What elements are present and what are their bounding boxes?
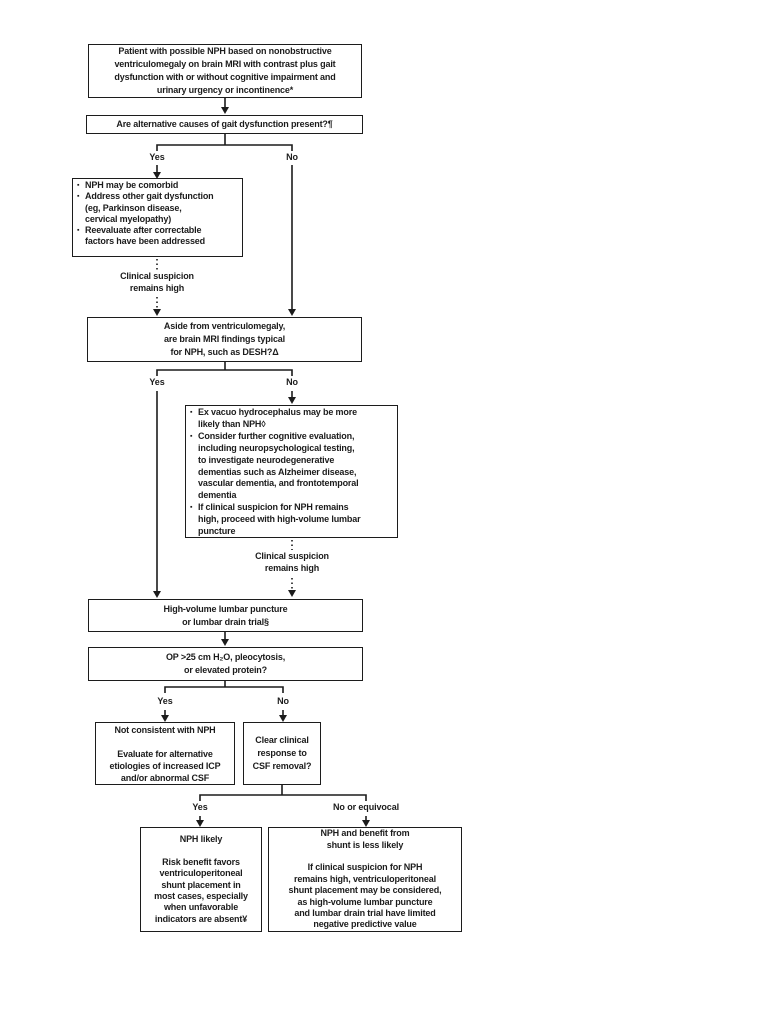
bullet-item: ▪ Ex vacuo hydrocephalus may be more lik… <box>190 407 395 431</box>
branch-label-yes-3: Yes <box>155 696 175 707</box>
bullet-item: ▪ If clinical suspicion for NPH remains … <box>190 502 395 538</box>
bullet-icon: ▪ <box>190 504 193 512</box>
note-clinical-suspicion-1: Clinical suspicion remains high <box>120 271 194 294</box>
node-op-question: OP >25 cm H₂O, pleocytosis, or elevated … <box>88 647 363 681</box>
arrowhead <box>288 397 296 404</box>
bullet-icon: ▪ <box>190 409 193 416</box>
arrowhead <box>196 820 204 827</box>
node-mri-question: Aside from ventriculomegaly, are brain M… <box>87 317 362 362</box>
arrowhead <box>221 107 229 114</box>
node-csf-question-text: Clear clinical response to CSF removal? <box>252 735 312 771</box>
branch-label-yes-1: Yes <box>147 152 167 163</box>
bullet-item: ▪ Address other gait dysfunction (eg, Pa… <box>77 191 240 225</box>
node-lumbar-puncture: High-volume lumbar puncture or lumbar dr… <box>88 599 363 632</box>
node-mri-question-text: Aside from ventriculomegaly, are brain M… <box>163 321 286 357</box>
bullet-icon: ▪ <box>190 432 193 440</box>
node-start-text: Patient with possible NPH based on nonob… <box>114 46 336 95</box>
bullet-text: Consider further cognitive evaluation, i… <box>198 430 359 501</box>
arrowhead <box>362 820 370 827</box>
arrowhead <box>161 715 169 722</box>
node-nph-likely: NPH likely Risk benefit favors ventricul… <box>140 827 262 932</box>
branch-label-no-1: No <box>284 152 300 163</box>
connector-gait-branch <box>156 144 293 151</box>
arrowhead <box>221 639 229 646</box>
arrowhead <box>288 590 296 597</box>
arrowhead <box>153 172 161 179</box>
arrowhead <box>153 591 161 598</box>
bullet-icon: ▪ <box>77 182 80 189</box>
arrowhead <box>288 309 296 316</box>
node-op-question-text: OP >25 cm H₂O, pleocytosis, or elevated … <box>165 652 286 675</box>
node-shunt-less-likely-text: NPH and benefit from shunt is less likel… <box>288 828 442 930</box>
bullet-text: NPH may be comorbid <box>85 180 179 190</box>
bullet-text: Reevaluate after correctable factors hav… <box>85 225 206 247</box>
branch-label-no-or-equivocal: No or equivocal <box>330 802 402 813</box>
branch-label-yes-2: Yes <box>147 377 167 388</box>
node-shunt-less-likely: NPH and benefit from shunt is less likel… <box>268 827 462 932</box>
bullet-item: ▪ NPH may be comorbid <box>77 180 240 191</box>
bullet-icon: ▪ <box>77 227 80 235</box>
bullet-text: Address other gait dysfunction (eg, Park… <box>85 191 214 224</box>
node-gait-question: Are alternative causes of gait dysfuncti… <box>86 115 363 134</box>
node-not-consistent-text: Not consistent with NPH Evaluate for alt… <box>109 724 221 783</box>
bullet-item: ▪ Reevaluate after correctable factors h… <box>77 225 240 248</box>
node-lumbar-puncture-text: High-volume lumbar puncture or lumbar dr… <box>163 603 288 627</box>
comorbid-bullet-list: ▪ NPH may be comorbid ▪ Address other ga… <box>73 179 242 249</box>
bullet-icon: ▪ <box>77 193 80 201</box>
node-nph-likely-text: NPH likely Risk benefit favors ventricul… <box>154 833 248 924</box>
node-start: Patient with possible NPH based on nonob… <box>88 44 362 98</box>
branch-label-yes-4: Yes <box>190 802 210 813</box>
node-comorbid: ▪ NPH may be comorbid ▪ Address other ga… <box>72 178 243 257</box>
exvacuo-bullet-list: ▪ Ex vacuo hydrocephalus may be more lik… <box>186 406 397 539</box>
connector-csf-branch <box>199 794 367 801</box>
branch-label-no-2: No <box>284 377 300 388</box>
bullet-text: Ex vacuo hydrocephalus may be more likel… <box>198 407 357 429</box>
arrowhead <box>153 309 161 316</box>
node-csf-question: Clear clinical response to CSF removal? <box>243 722 321 785</box>
node-exvacuo: ▪ Ex vacuo hydrocephalus may be more lik… <box>185 405 398 538</box>
arrowhead <box>279 715 287 722</box>
branch-label-no-3: No <box>275 696 291 707</box>
note-clinical-suspicion-2: Clinical suspicion remains high <box>255 551 329 574</box>
node-not-consistent: Not consistent with NPH Evaluate for alt… <box>95 722 235 785</box>
node-gait-question-text: Are alternative causes of gait dysfuncti… <box>116 119 333 129</box>
bullet-item: ▪ Consider further cognitive evaluation,… <box>190 431 395 502</box>
connector-op-branch <box>164 686 284 693</box>
connector-mri-branch <box>156 369 293 376</box>
bullet-text: If clinical suspicion for NPH remains hi… <box>198 502 361 537</box>
